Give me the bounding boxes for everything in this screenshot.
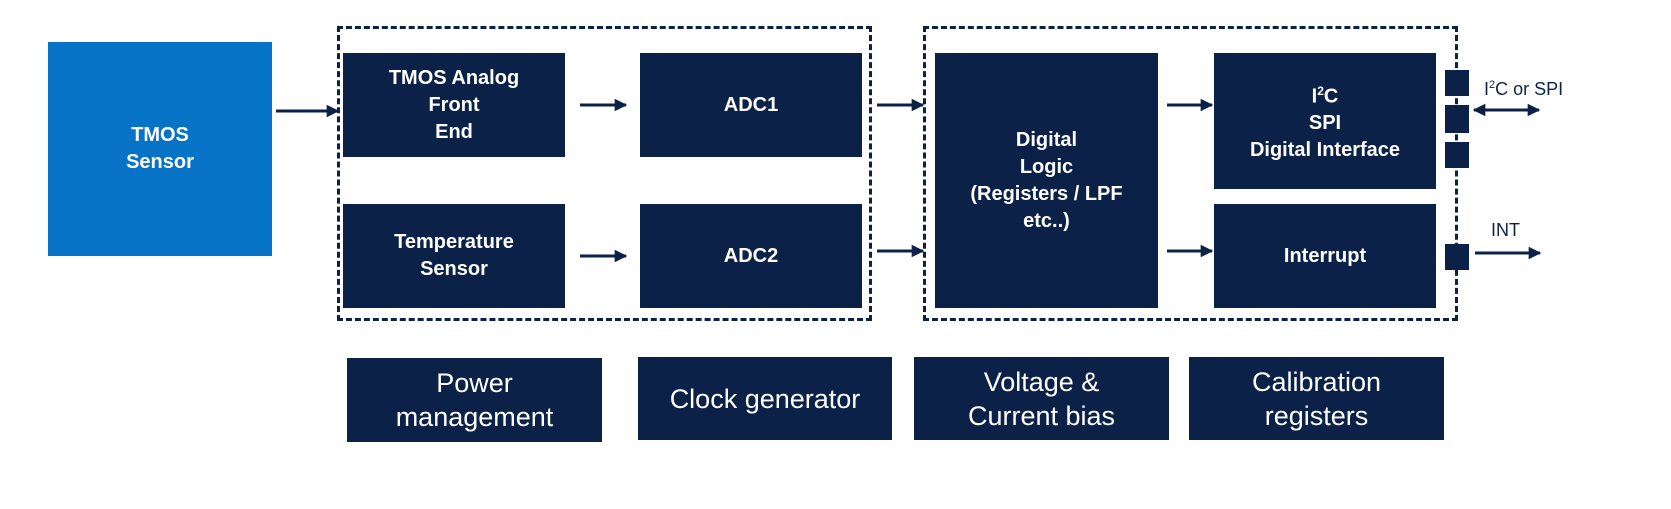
digital-logic-block: Digital Logic (Registers / LPF etc..) bbox=[935, 53, 1158, 308]
iface-c: C bbox=[1323, 85, 1339, 108]
pin-1 bbox=[1445, 70, 1469, 96]
iface-i: I bbox=[1311, 85, 1318, 108]
power-management-label: Power management bbox=[395, 368, 554, 432]
calibration-registers-label: Calibration registers bbox=[1251, 366, 1382, 431]
afe-block: TMOS Analog Front End bbox=[343, 53, 565, 157]
digital-interface-block: I2C SPI Digital Interface bbox=[1214, 53, 1436, 189]
adc1-label: ADC1 bbox=[723, 93, 779, 116]
analog-group-frame bbox=[337, 26, 872, 321]
digital-group-frame bbox=[923, 26, 1458, 321]
adc2-block: ADC2 bbox=[640, 204, 862, 308]
power-management-block: Power management bbox=[347, 358, 602, 442]
temperature-sensor-label: Temperature Sensor bbox=[394, 231, 514, 280]
tmos-sensor-block: TMOS Sensor bbox=[48, 42, 272, 256]
tmos-sensor-label: TMOS Sensor bbox=[126, 124, 194, 173]
bus-i: I bbox=[1484, 79, 1490, 99]
adc2-label: ADC2 bbox=[723, 244, 779, 267]
clock-generator-block: Clock generator bbox=[638, 357, 892, 440]
pin-int bbox=[1445, 244, 1469, 270]
interrupt-label: Interrupt bbox=[1283, 244, 1367, 267]
adc1-block: ADC1 bbox=[640, 53, 862, 157]
clock-generator-label: Clock generator bbox=[669, 383, 861, 414]
calibration-registers-block: Calibration registers bbox=[1189, 357, 1444, 440]
afe-label: TMOS Analog Front End bbox=[388, 66, 520, 143]
iface-sup: 2 bbox=[1317, 83, 1324, 98]
digital-logic-label: Digital Logic (Registers / LPF etc..) bbox=[970, 128, 1123, 232]
bus-rest: C or SPI bbox=[1495, 79, 1564, 99]
interrupt-block: Interrupt bbox=[1214, 204, 1436, 308]
bias-label: Voltage & Current bias bbox=[967, 366, 1116, 431]
pin-3 bbox=[1445, 142, 1469, 168]
digital-interface-label: I2C SPI Digital Interface bbox=[1250, 78, 1400, 165]
pin-2 bbox=[1445, 105, 1469, 133]
iface-rest: SPI Digital Interface bbox=[1249, 112, 1401, 162]
int-label: INT bbox=[1491, 220, 1520, 240]
bus-sup: 2 bbox=[1489, 79, 1496, 91]
temperature-sensor-block: Temperature Sensor bbox=[343, 204, 565, 308]
bias-block: Voltage & Current bias bbox=[914, 357, 1169, 440]
bus-label: I2C or SPI bbox=[1484, 75, 1563, 99]
